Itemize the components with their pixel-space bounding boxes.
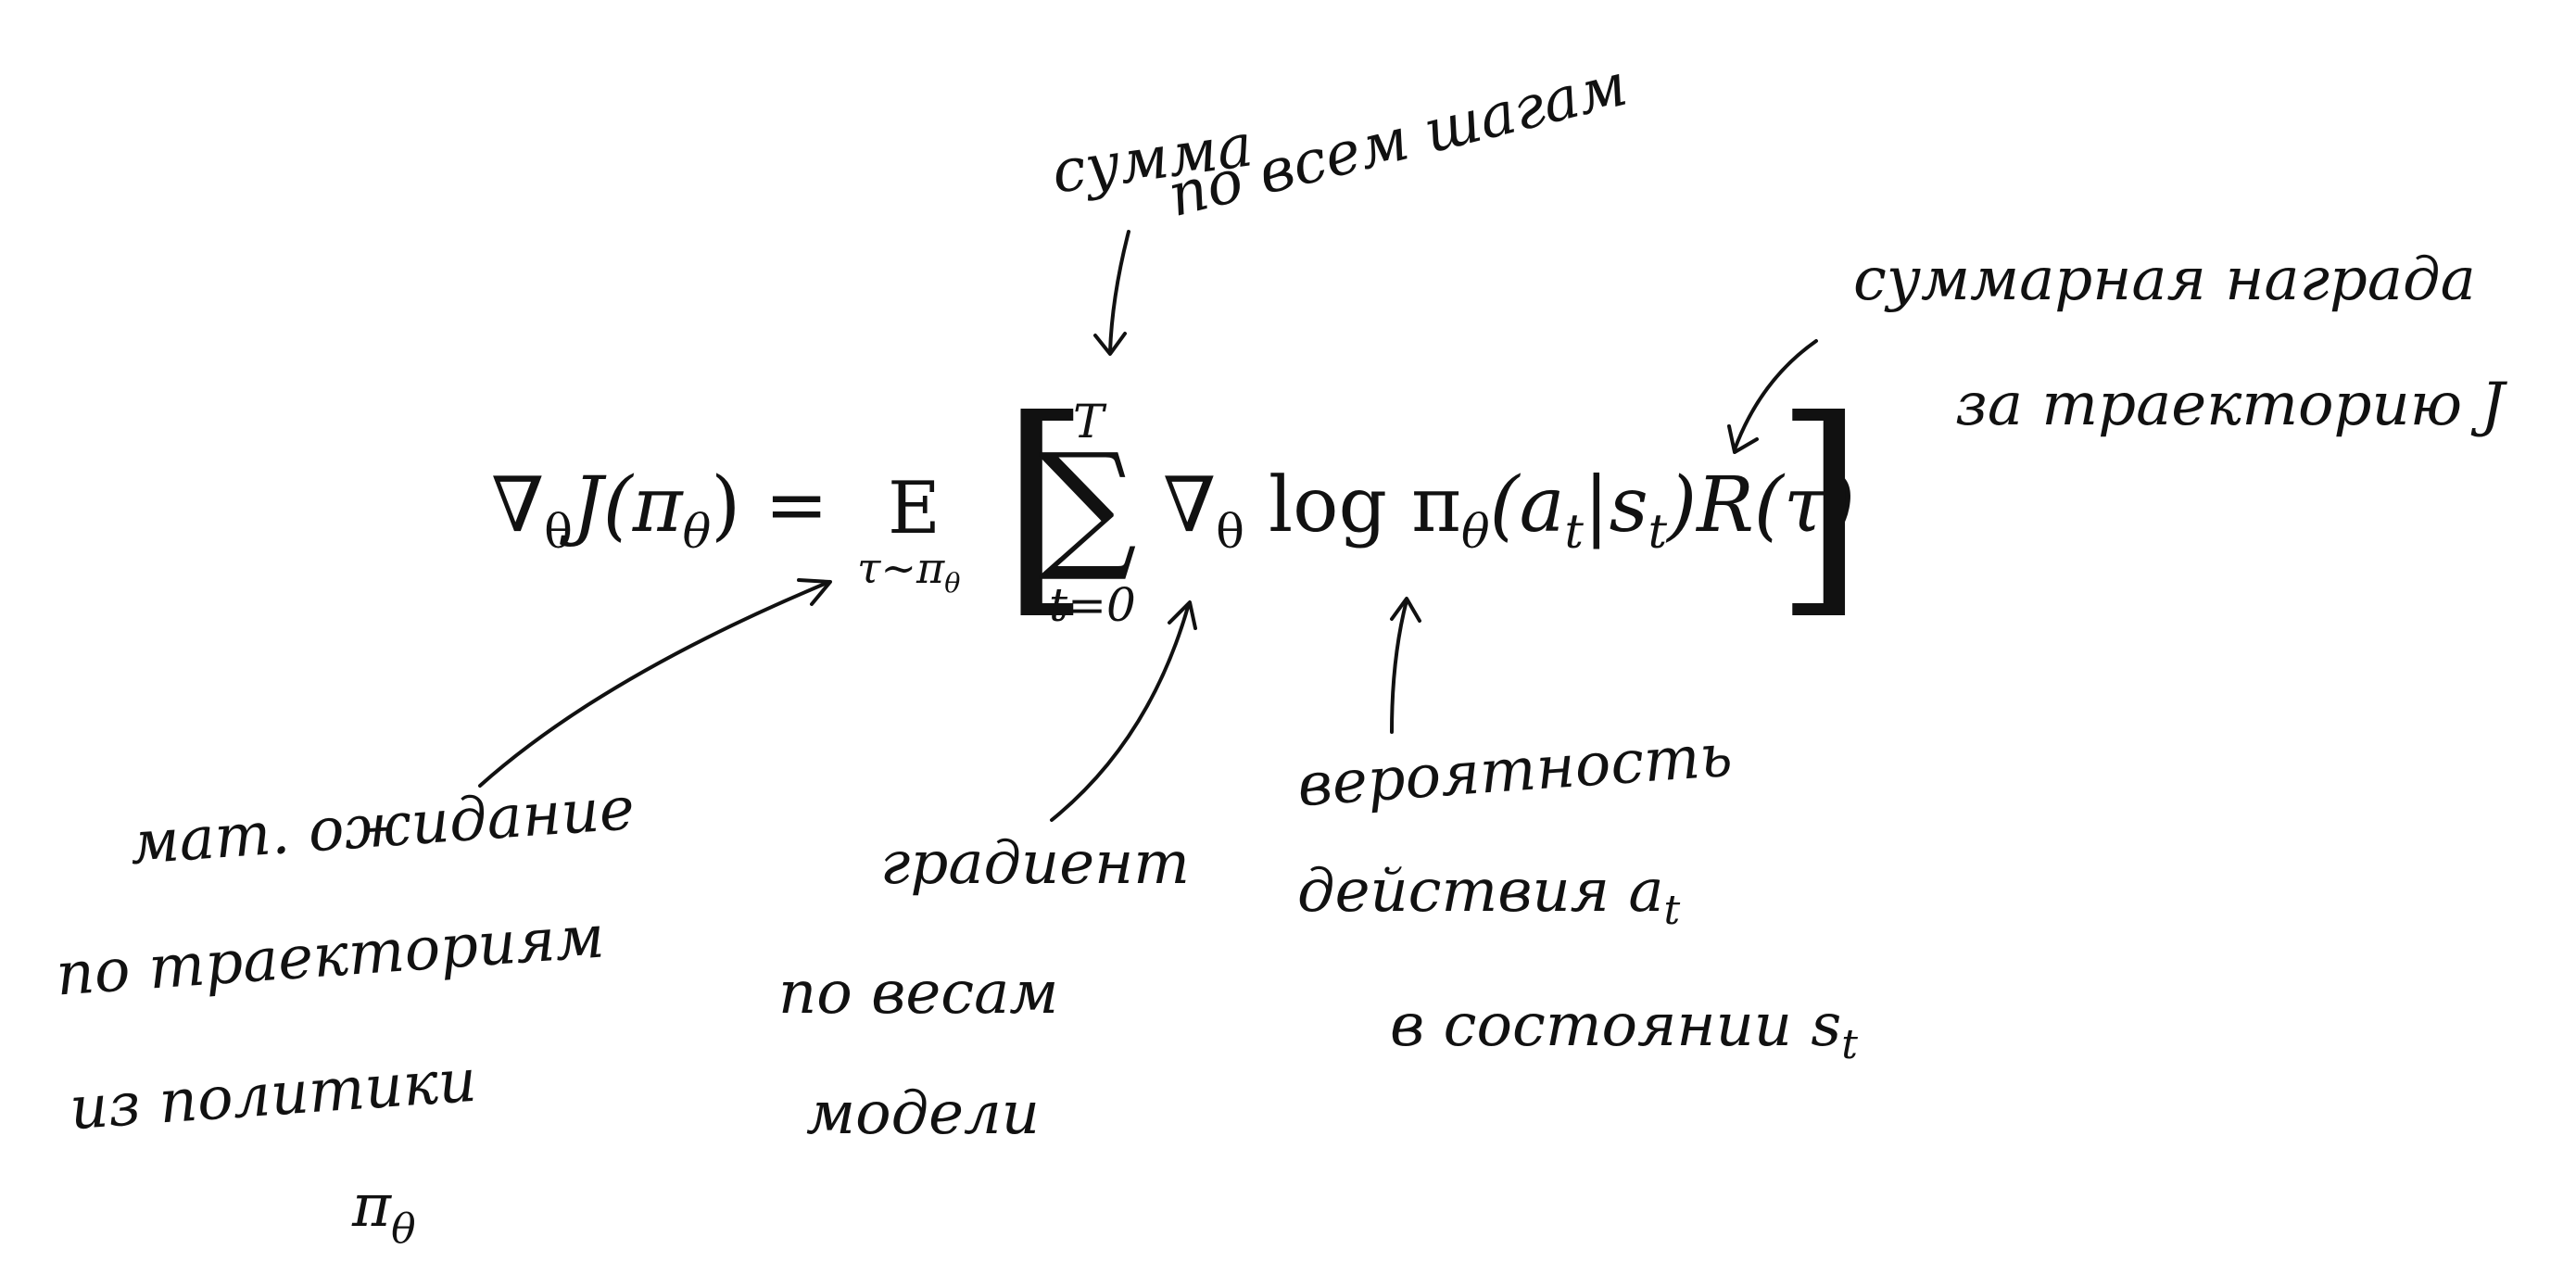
- action-subscript: t: [1564, 503, 1584, 559]
- note-total-reward-line2: за траекторию J: [1955, 371, 2506, 439]
- arrow-sum-steps: [1108, 230, 1130, 354]
- objective-close: ) =: [711, 461, 829, 549]
- policy-pi: π: [352, 1172, 392, 1241]
- arrowhead-gradient: [1168, 600, 1197, 630]
- note-gradient-line3: модели: [806, 1079, 1040, 1148]
- note-probability-line3: в состоянии st: [1390, 996, 1858, 1066]
- note-gradient-line2: по весам: [778, 959, 1059, 1028]
- grad-subscript: θ: [544, 503, 573, 559]
- arrowhead-total-reward: [1727, 424, 1759, 454]
- left-bracket: [: [1001, 370, 1092, 639]
- arrowhead-expectation: [797, 578, 832, 606]
- state-text: |s: [1583, 461, 1648, 549]
- expectation-subscript: τ∼πθ: [857, 547, 960, 597]
- note-probability-state: в состоянии s: [1390, 991, 1842, 1060]
- sum-lower-limit: t=0: [1049, 578, 1136, 632]
- note-probability-action-subscript: t: [1663, 887, 1681, 934]
- objective-text: J(π: [572, 461, 683, 549]
- sum-upper-limit: T: [1073, 395, 1105, 448]
- policy-subscript: θ: [1461, 503, 1490, 559]
- note-probability-state-subscript: t: [1841, 1021, 1858, 1068]
- note-probability-action: действия a: [1297, 857, 1664, 926]
- arrow-gradient: [1050, 605, 1190, 822]
- arrow-expectation: [478, 580, 831, 788]
- arrow-total-reward: [1733, 339, 1818, 451]
- formula-rhs: ∇θ log πθ(at|st)R(τ): [1163, 468, 1855, 555]
- formula-lhs: ∇θJ(πθ) =: [491, 468, 828, 555]
- grad-subscript-2: θ: [1216, 503, 1244, 559]
- arrowhead-sum-steps: [1093, 332, 1127, 356]
- sum-sigma: ∑: [1038, 424, 1138, 586]
- expectation-subscript-text: τ∼π: [857, 543, 945, 593]
- expectation-symbol: E: [888, 467, 941, 550]
- note-gradient-line1: градиент: [880, 829, 1190, 898]
- note-probability-line2: действия at: [1297, 862, 1680, 931]
- state-subscript: t: [1648, 503, 1668, 559]
- expectation-subscript-theta: θ: [944, 567, 961, 599]
- objective-subscript: θ: [682, 503, 712, 559]
- arrow-probability: [1390, 599, 1408, 734]
- policy-pi-subscript: θ: [391, 1205, 416, 1253]
- action-open: (a: [1489, 461, 1565, 549]
- log-policy: log π: [1268, 461, 1461, 549]
- grad-symbol-2: ∇: [1163, 461, 1217, 549]
- return-text: )R(τ): [1667, 461, 1856, 549]
- arrowhead-probability: [1390, 597, 1421, 623]
- note-expectation-pi: πθ: [352, 1177, 416, 1250]
- right-bracket: ]: [1774, 370, 1865, 639]
- note-total-reward-line1: суммарная награда: [1853, 246, 2476, 314]
- grad-symbol: ∇: [491, 461, 545, 549]
